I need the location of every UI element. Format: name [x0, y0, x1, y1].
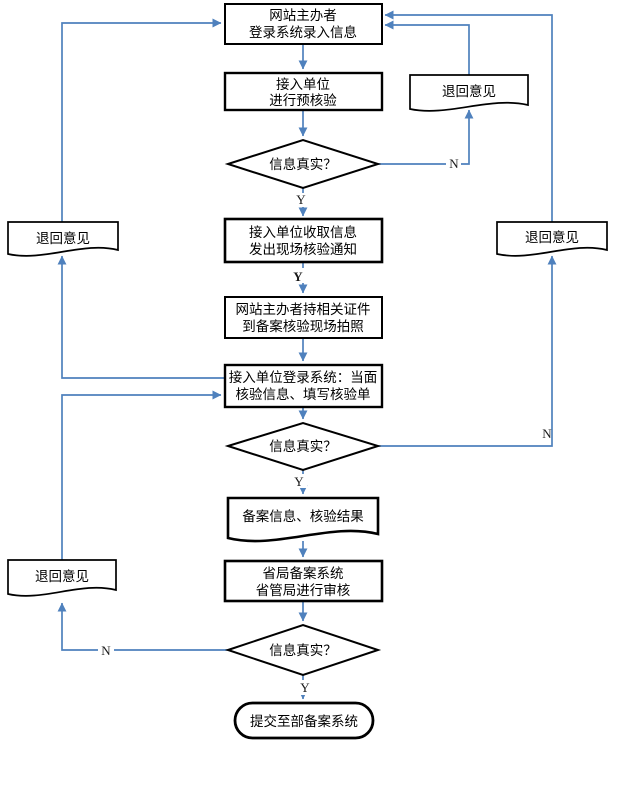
edge-return-doc-to-entry-lower [384, 20, 470, 75]
decision3-label: 信息真实？ [269, 642, 337, 658]
province-review-box [223, 559, 384, 603]
edge-decision3-no-to-return-doc-left-bottom [57, 602, 230, 651]
record-result-label: 备案信息、核验结果 [242, 508, 364, 524]
submit-ministry-terminator [233, 701, 375, 740]
owner-photo-box [224, 296, 383, 339]
node-decision1: 信息真实？ [224, 138, 382, 190]
d3-no-label: N [101, 643, 111, 658]
mid-yes-label: Y [293, 269, 303, 284]
access-notice-box [223, 217, 384, 264]
node-access-precheck: 接入单位 进行预核验 [223, 71, 384, 112]
edge-decision2-no-to-return-doc-right [378, 255, 557, 447]
access-notice-line2: 发出现场核验通知 [249, 241, 357, 257]
return-doc-left-bottom-label: 退回意见 [35, 568, 89, 584]
province-review-line2: 省管局进行审核 [256, 583, 351, 598]
d1-yes-bg [295, 193, 310, 207]
return-doc-left-bottom-shape [7, 559, 117, 597]
node-record-result: 备案信息、核验结果 [226, 496, 380, 543]
edge-decision1-no-to-return-doc [377, 109, 474, 165]
node-province-review: 省局备案系统 省管局进行审核 [223, 559, 384, 603]
record-result-doc [226, 496, 380, 543]
return-doc-right-label: 退回意见 [525, 229, 579, 245]
decision1-label: 信息真实？ [269, 156, 337, 172]
mid-yes-bg [290, 268, 306, 283]
return-doc-left-top-label: 退回意见 [36, 230, 90, 246]
node-decision3: 信息真实？ [224, 623, 382, 677]
owner-entry-line2: 登录系统录入信息 [249, 24, 357, 40]
access-notice-line1: 接入单位收取信息 [249, 224, 357, 240]
decision2-diamond [224, 421, 382, 472]
d3-no-bg [98, 644, 114, 657]
owner-photo-line1: 网站主办者持相关证件 [236, 302, 371, 317]
return-doc-top-right-label: 退回意见 [442, 83, 496, 99]
access-precheck-line1: 接入单位 [276, 76, 330, 92]
node-access-notice: 接入单位收取信息 发出现场核验通知 [223, 217, 384, 264]
node-owner-entry: 网站主办者 登录系统录入信息 [224, 3, 383, 45]
node-access-verify: 接入单位登录系统：当面 核验信息、填写核验单 [223, 363, 384, 409]
d1-yes-label: Y [296, 192, 306, 207]
d2-yes-bg [292, 474, 307, 488]
node-return-doc-left-top: 退回意见 [7, 221, 119, 257]
edge-return-doc-left-top-to-entry [61, 18, 222, 222]
d1-no-bg [446, 157, 461, 170]
node-decision2: 信息真实？ [224, 421, 382, 472]
decision1-diamond [224, 138, 382, 190]
owner-entry-line1: 网站主办者 [269, 8, 337, 23]
return-doc-left-top-shape [7, 221, 119, 257]
edge-return-doc-left-bottom-to-verify [61, 390, 222, 560]
node-submit-ministry: 提交至部备案系统 [233, 701, 375, 740]
return-doc-right-shape [496, 221, 608, 257]
node-return-doc-top-right: 退回意见 [409, 74, 529, 112]
d1-no-label: N [449, 156, 459, 171]
access-verify-line1: 接入单位登录系统：当面 [229, 369, 378, 385]
access-verify-box [223, 363, 384, 409]
d2-no-label: N [542, 426, 552, 441]
d3-yes-label: Y [300, 680, 310, 695]
d3-yes-bg [297, 680, 313, 695]
province-review-line1: 省局备案系统 [263, 565, 344, 581]
node-return-doc-right: 退回意见 [496, 221, 608, 257]
edge-labels: Y N Y Y N Y N [98, 156, 552, 695]
owner-entry-box [224, 3, 383, 45]
node-return-doc-left-bottom: 退回意见 [7, 559, 117, 597]
d2-yes-label: Y [294, 474, 304, 489]
owner-photo-line2: 到备案核验现场拍照 [242, 318, 364, 334]
decision2-label: 信息真实？ [269, 438, 337, 454]
access-verify-line2: 核验信息、填写核验单 [236, 386, 371, 402]
access-precheck-box [223, 71, 384, 112]
return-doc-top-right-shape [409, 74, 529, 112]
node-owner-photo: 网站主办者持相关证件 到备案核验现场拍照 [224, 296, 383, 339]
decision3-diamond [224, 623, 382, 677]
edge-return-doc-right-to-entry-upper [384, 10, 553, 222]
access-precheck-line2: 进行预核验 [269, 93, 337, 108]
submit-ministry-label: 提交至部备案系统 [250, 713, 358, 729]
edge-verify-to-return-doc-left-top [57, 255, 225, 379]
